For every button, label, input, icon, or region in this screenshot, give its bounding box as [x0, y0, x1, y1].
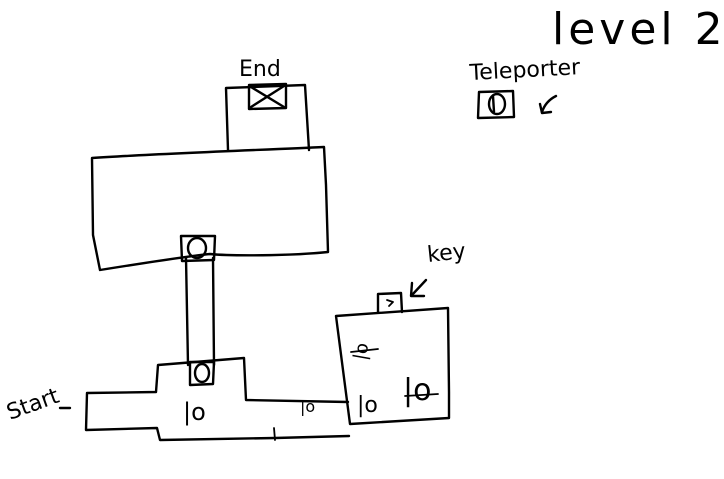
key-room-floor-line	[350, 348, 379, 353]
arrow-left-icon	[538, 94, 558, 115]
upper-room	[90, 145, 330, 272]
teleporter-legend-icon	[476, 89, 516, 120]
teleporter-corridor	[184, 256, 216, 367]
key-room-floor-line-2	[404, 393, 439, 397]
teleporter-label: Teleporter	[468, 55, 582, 86]
floor-mark-3: |o	[357, 393, 378, 418]
floor-mark-1: |o	[183, 398, 206, 426]
teleporter-icon-top	[179, 234, 217, 263]
teleporter-icon-bottom	[188, 360, 216, 387]
level-title: level 2	[552, 4, 724, 55]
bottom-corridor	[84, 356, 351, 442]
floor-mark-4: |o	[403, 373, 431, 408]
floor-mark-2: |o	[300, 397, 315, 416]
end-label: End	[239, 57, 281, 82]
key-label: key	[426, 239, 467, 268]
arrow-down-left-icon	[409, 278, 428, 298]
end-room	[224, 82, 311, 152]
corridor-divider	[273, 427, 276, 441]
key-room	[334, 306, 451, 426]
start-label: Start	[4, 384, 63, 426]
key-icon	[376, 291, 404, 314]
